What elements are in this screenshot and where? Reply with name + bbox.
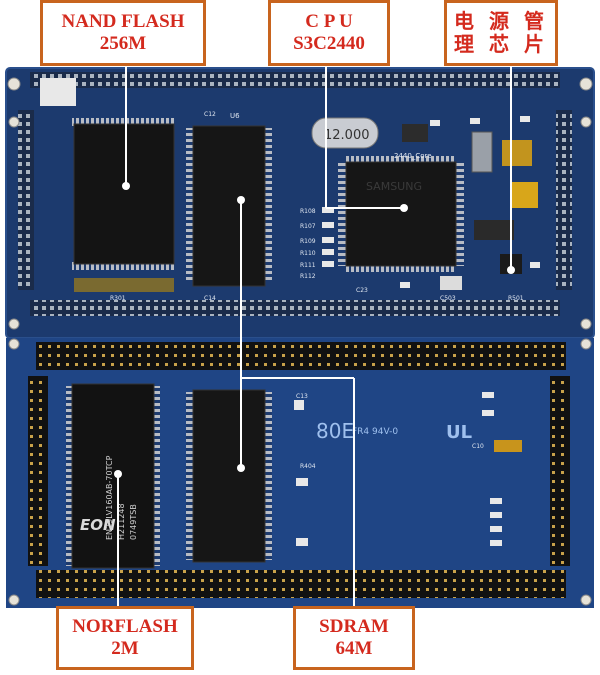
nor-marking-1: EN29LV160AB-70TCP	[105, 455, 114, 540]
ref-r111: R111	[300, 262, 316, 269]
ref-r107: R107	[300, 223, 316, 230]
base-board: EON EN29LV160AB-70TCP H211248 0749TSB 80…	[6, 338, 594, 608]
ref-c23: C23	[356, 287, 368, 294]
crystal-marking: 12.000	[324, 128, 370, 143]
nor-marking-2: H211248	[117, 503, 126, 540]
callout-nor-line2: 2M	[111, 638, 139, 659]
callout-pointer-dots	[114, 182, 515, 478]
callout-sdram-line2: 64M	[335, 638, 373, 659]
ref-c14: C14	[204, 295, 216, 302]
callout-nor-line1: NORFLASH	[72, 616, 178, 638]
callout-cpu: C P U S3C2440	[268, 0, 390, 66]
callout-pointers	[117, 66, 512, 606]
callout-cpu-line1: C P U	[305, 11, 353, 33]
callout-nand-line1: NAND FLASH	[61, 11, 185, 33]
callout-nand-line2: 256M	[99, 33, 147, 54]
pcb-code-2: FR4 94V-0	[352, 427, 398, 437]
callout-nand-flash: NAND FLASH 256M	[40, 0, 206, 66]
callout-sdram-line1: SDRAM	[319, 616, 389, 638]
callout-power-chip: 电 源 管 理 芯 片	[444, 0, 558, 66]
ref-r501: R501	[508, 295, 524, 302]
cpu-marking: SAMSUNG	[366, 180, 422, 193]
nor-marking-3: 0749TSB	[129, 504, 138, 540]
ref-r404: R404	[300, 463, 316, 470]
callout-power-line2: 理 芯 片	[454, 32, 548, 56]
ref-r109: R109	[300, 238, 316, 245]
eon-logo: EON	[80, 516, 116, 534]
pcb-code: 80E	[316, 419, 354, 443]
callout-sdram: SDRAM 64M	[293, 606, 415, 670]
ref-r108: R108	[300, 208, 316, 215]
ref-c503: C503	[440, 295, 456, 302]
core-label: 2440_Core	[394, 152, 432, 160]
ref-r112: R112	[300, 273, 316, 280]
ref-u6: U6	[230, 112, 240, 120]
callout-power-line1: 电 源 管	[454, 9, 548, 33]
ref-r301: R301	[110, 295, 126, 302]
callout-cpu-line2: S3C2440	[293, 33, 365, 54]
ul-mark: UL	[446, 422, 472, 443]
core-board: U6 C12 C14 R301 12.000 R108 R107 R109 R1…	[5, 67, 595, 339]
ref-c12: C12	[204, 111, 216, 118]
callout-norflash: NORFLASH 2M	[56, 606, 194, 670]
ref-c13: C13	[296, 393, 308, 400]
ref-r110: R110	[300, 250, 316, 257]
ref-c10: C10	[472, 443, 484, 450]
